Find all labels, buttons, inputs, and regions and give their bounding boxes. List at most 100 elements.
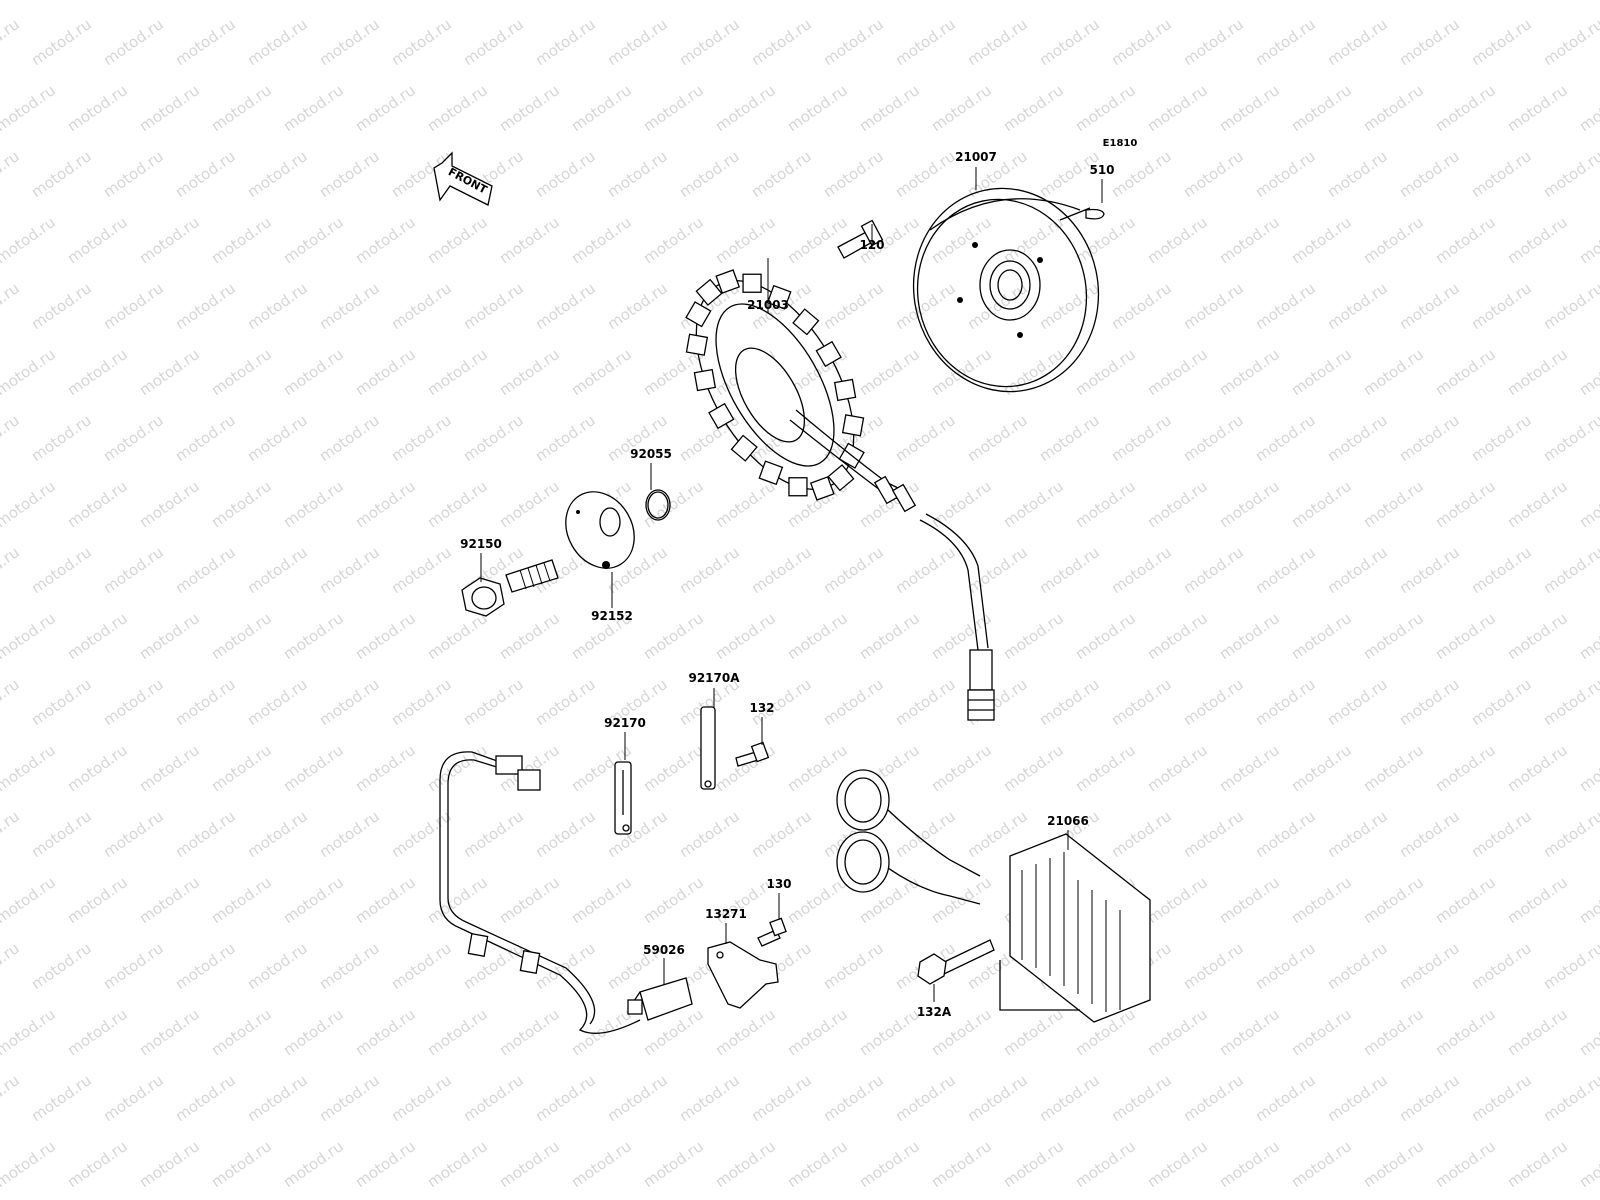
watermark-text: motod.ru bbox=[1180, 1071, 1247, 1125]
watermark-text: motod.ru bbox=[172, 147, 239, 201]
watermark-text: motod.ru bbox=[1072, 81, 1139, 135]
stator-tooth bbox=[693, 368, 717, 392]
watermark-text: motod.ru bbox=[1396, 147, 1463, 201]
watermark-text: motod.ru bbox=[1216, 81, 1283, 135]
watermark-text: motod.ru bbox=[820, 939, 887, 993]
watermark-text: motod.ru bbox=[100, 15, 167, 69]
watermark-text: motod.ru bbox=[1000, 213, 1067, 267]
watermark-text: motod.ru bbox=[568, 213, 635, 267]
watermark-text: motod.ru bbox=[1216, 345, 1283, 399]
watermark-text: motod.ru bbox=[1468, 807, 1535, 861]
watermark-text: motod.ru bbox=[712, 609, 779, 663]
watermark-text: motod.ru bbox=[604, 807, 671, 861]
watermark-text: motod.ru bbox=[1180, 807, 1247, 861]
watermark-text: motod.ru bbox=[172, 939, 239, 993]
watermark-text: motod.ru bbox=[172, 279, 239, 333]
watermark-text: motod.ru bbox=[64, 345, 131, 399]
watermark-text: motod.ru bbox=[1360, 477, 1427, 531]
watermark-text: motod.ru bbox=[64, 1005, 131, 1059]
watermark-text: motod.ru bbox=[1180, 939, 1247, 993]
watermark-text: motod.ru bbox=[0, 411, 23, 465]
watermark-text: motod.ru bbox=[1216, 609, 1283, 663]
watermark-text: motod.ru bbox=[1432, 81, 1499, 135]
label-bracket: 13271 bbox=[705, 907, 747, 921]
watermark-text: motod.ru bbox=[1252, 543, 1319, 597]
watermark-text: motod.ru bbox=[1144, 477, 1211, 531]
watermark-text: motod.ru bbox=[892, 1071, 959, 1125]
watermark-text: motod.ru bbox=[1504, 873, 1571, 927]
watermark-text: motod.ru bbox=[640, 81, 707, 135]
watermark-text: motod.ru bbox=[820, 675, 887, 729]
pickup-plate bbox=[565, 491, 635, 569]
watermark-text: motod.ru bbox=[1216, 1005, 1283, 1059]
watermark-text: motod.ru bbox=[604, 1071, 671, 1125]
watermark-text: motod.ru bbox=[388, 939, 455, 993]
watermark-text: motod.ru bbox=[1576, 477, 1600, 531]
watermark-text: motod.ru bbox=[1468, 675, 1535, 729]
watermark-text: motod.ru bbox=[1180, 279, 1247, 333]
watermark-text: motod.ru bbox=[1072, 477, 1139, 531]
label-bolt-132a: 132A bbox=[917, 1005, 952, 1019]
watermark-text: motod.ru bbox=[424, 213, 491, 267]
watermark-text: motod.ru bbox=[316, 939, 383, 993]
watermark-text: motod.ru bbox=[0, 213, 59, 267]
flywheel-rotor bbox=[912, 187, 1100, 393]
watermark-text: motod.ru bbox=[1468, 411, 1535, 465]
watermark-text: motod.ru bbox=[316, 543, 383, 597]
watermark-text: motod.ru bbox=[0, 0, 59, 3]
watermark-text: motod.ru bbox=[28, 939, 95, 993]
watermark-text: motod.ru bbox=[244, 15, 311, 69]
watermark-text: motod.ru bbox=[0, 1005, 59, 1059]
watermark-text: motod.ru bbox=[280, 873, 347, 927]
watermark-text: motod.ru bbox=[64, 213, 131, 267]
watermark-text: motod.ru bbox=[100, 147, 167, 201]
watermark-text: motod.ru bbox=[1432, 345, 1499, 399]
watermark-text: motod.ru bbox=[856, 81, 923, 135]
watermark-text: motod.ru bbox=[0, 1071, 23, 1125]
watermark-text: motod.ru bbox=[1576, 81, 1600, 135]
stator-tooth bbox=[715, 269, 741, 294]
watermark-text: motod.ru bbox=[1540, 147, 1600, 201]
watermark-text: motod.ru bbox=[424, 477, 491, 531]
watermark-text: motod.ru bbox=[280, 1005, 347, 1059]
stator-tooth bbox=[788, 477, 808, 497]
watermark-text: motod.ru bbox=[1396, 675, 1463, 729]
watermark-text: motod.ru bbox=[1036, 15, 1103, 69]
watermark-text: motod.ru bbox=[1252, 807, 1319, 861]
stator bbox=[685, 269, 995, 721]
watermark-text: motod.ru bbox=[1000, 1005, 1067, 1059]
watermark-text: motod.ru bbox=[100, 411, 167, 465]
watermark-text: motod.ru bbox=[820, 279, 887, 333]
watermark-text: motod.ru bbox=[1504, 345, 1571, 399]
watermark-text: motod.ru bbox=[316, 675, 383, 729]
watermark-text: motod.ru bbox=[1000, 81, 1067, 135]
watermark-text: motod.ru bbox=[244, 675, 311, 729]
watermark-text: motod.ru bbox=[316, 15, 383, 69]
watermark-text: motod.ru bbox=[64, 1137, 131, 1191]
watermark-text: motod.ru bbox=[568, 873, 635, 927]
watermark-text: motod.ru bbox=[64, 741, 131, 795]
watermark-text: motod.ru bbox=[460, 807, 527, 861]
watermark-text: motod.ru bbox=[532, 279, 599, 333]
watermark-text: motod.ru bbox=[136, 741, 203, 795]
watermark-text: motod.ru bbox=[892, 15, 959, 69]
watermark-text: motod.ru bbox=[64, 477, 131, 531]
watermark-text: motod.ru bbox=[1072, 741, 1139, 795]
watermark-text: motod.ru bbox=[424, 873, 491, 927]
watermark-text: motod.ru bbox=[640, 0, 707, 3]
watermark-text: motod.ru bbox=[1360, 345, 1427, 399]
watermark-text: motod.ru bbox=[928, 873, 995, 927]
watermark-text: motod.ru bbox=[1180, 411, 1247, 465]
watermark-text: motod.ru bbox=[1288, 1137, 1355, 1191]
watermark-text: motod.ru bbox=[1072, 0, 1139, 3]
watermark-text: motod.ru bbox=[1540, 543, 1600, 597]
watermark-text: motod.ru bbox=[352, 873, 419, 927]
watermark-text: motod.ru bbox=[1432, 873, 1499, 927]
watermark-text: motod.ru bbox=[784, 81, 851, 135]
watermark-text: motod.ru bbox=[352, 1137, 419, 1191]
watermark-text: motod.ru bbox=[1540, 279, 1600, 333]
watermark-text: motod.ru bbox=[1396, 1071, 1463, 1125]
watermark-text: motod.ru bbox=[1144, 1137, 1211, 1191]
label-flange-bolt: 92150 bbox=[460, 537, 502, 551]
watermark-text: motod.ru bbox=[0, 741, 59, 795]
